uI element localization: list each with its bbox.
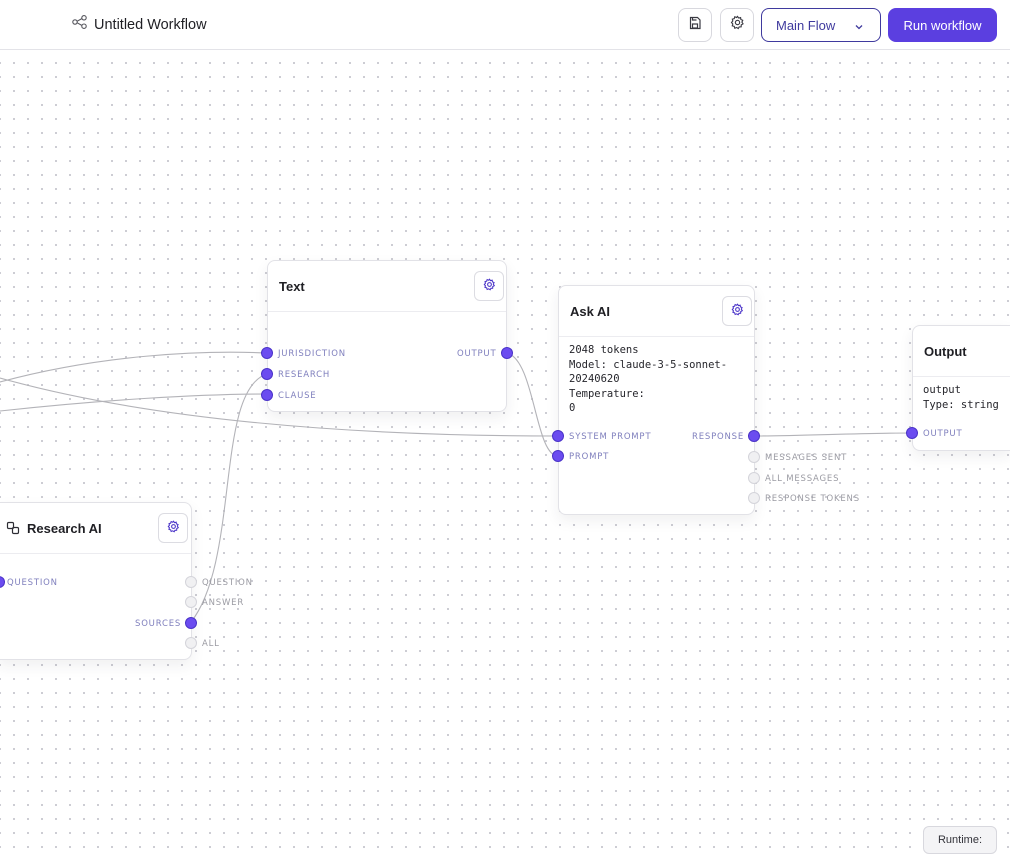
flow-select-label: Main Flow [776,17,836,33]
gear-icon [731,303,744,319]
workflow-canvas[interactable] [0,51,1010,858]
port-output-input[interactable] [906,427,918,439]
ask-ai-node-header: Ask AI [559,286,754,337]
port-research-answer[interactable] [185,596,197,608]
text-node-title: Text [279,278,305,294]
port-label-all-messages: ALL MESSAGES [765,474,840,484]
settings-button[interactable] [720,8,754,42]
text-node-settings-button[interactable] [474,271,504,301]
ask-ai-temperature-value: 0 [569,402,576,414]
output-name: output [923,384,961,396]
research-ai-node-settings-button[interactable] [158,513,188,543]
ask-ai-details: 2048 tokens Model: claude-3-5-sonnet- 20… [569,343,727,416]
ask-ai-model: Model: claude-3-5-sonnet- [569,358,728,371]
port-label-research-question: QUESTION [202,578,253,588]
research-icon [6,521,20,535]
output-details: output Type: string [923,383,999,412]
text-node-header: Text [268,261,506,312]
port-label-jurisdiction: JURISDICTION [278,349,346,359]
workflow-icon [72,15,87,34]
port-label-research-all: ALL [202,639,220,649]
port-label-prompt: PROMPT [569,452,610,462]
port-ask-ai-system-prompt[interactable] [552,430,564,442]
port-label-clause: CLAUSE [278,391,317,401]
port-ask-ai-all-messages[interactable] [748,472,760,484]
port-research-question[interactable] [185,576,197,588]
port-ask-ai-response-tokens[interactable] [748,492,760,504]
research-ai-node[interactable]: Research AI [0,502,192,660]
port-ask-ai-prompt[interactable] [552,450,564,462]
port-text-output[interactable] [501,347,513,359]
port-label-research-sources: SOURCES [135,619,182,629]
port-label-text-output: OUTPUT [457,349,497,359]
research-ai-node-title: Research AI [27,520,102,536]
port-label-response-tokens: RESPONSE TOKENS [765,494,860,504]
ask-ai-node-settings-button[interactable] [722,296,752,326]
research-ai-node-header: Research AI [0,503,191,554]
save-button[interactable] [678,8,712,42]
ask-ai-node-title: Ask AI [570,303,610,319]
port-ask-ai-messages-sent[interactable] [748,451,760,463]
gear-icon [167,520,180,536]
port-label-messages-sent: MESSAGES SENT [765,453,848,463]
ask-ai-model-version: 20240620 [569,373,620,385]
ask-ai-temperature-label: Temperature: [569,387,645,400]
ask-ai-tokens: 2048 tokens [569,344,639,356]
text-node[interactable]: Text [267,260,507,412]
port-label-research-answer: ANSWER [202,598,245,608]
port-label-research-question-input: QUESTION [7,578,58,588]
port-ask-ai-response[interactable] [748,430,760,442]
workflow-title-area: Untitled Workflow [72,15,207,34]
port-text-clause[interactable] [261,389,273,401]
runtime-button[interactable]: Runtime: [923,826,997,854]
run-workflow-button[interactable]: Run workflow [888,8,997,42]
gear-icon [730,15,745,35]
flow-select[interactable]: Main Flow [761,8,881,42]
output-node[interactable]: Output output Type: string [912,325,1010,451]
gear-icon [483,278,496,294]
port-label-output-input: OUTPUT [923,429,963,439]
workflow-title[interactable]: Untitled Workflow [94,16,207,33]
port-research-sources[interactable] [185,617,197,629]
top-bar: Untitled Workflow Main Flow Run workflow [0,0,1010,50]
output-node-title: Output [924,343,967,359]
chevron-down-icon [854,20,864,35]
port-label-research: RESEARCH [278,370,331,380]
port-label-system-prompt: SYSTEM PROMPT [569,432,652,442]
output-node-header: Output [913,326,1010,377]
port-label-response: RESPONSE [692,432,745,442]
output-type: Type: string [923,398,999,411]
port-text-research[interactable] [261,368,273,380]
ask-ai-node[interactable]: Ask AI 2048 tokens Model: claude-3-5-son… [558,285,755,515]
save-icon [688,16,702,35]
port-research-all[interactable] [185,637,197,649]
port-text-jurisdiction[interactable] [261,347,273,359]
